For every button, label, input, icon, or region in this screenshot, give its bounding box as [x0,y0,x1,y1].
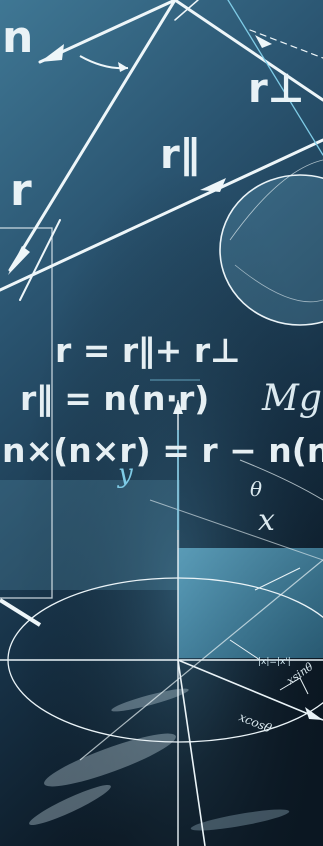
label-r-perp: r⊥ [248,66,304,112]
coordinate-system [0,400,323,846]
formula-line-3: n×(n×r) = r − n(n [2,431,323,470]
vector-lines [0,0,323,301]
label-x: x [258,503,275,538]
label-theta: θ [250,477,262,501]
formula-line-1: r = r∥+ r⊥ [55,331,240,370]
label-r: r [10,165,32,216]
label-abs-x: |x|=|x'| [258,657,291,667]
vector-ellipse [219,174,323,326]
label-y: y [117,459,133,489]
label-r-parallel: r∥ [160,132,200,178]
label-n: n [2,12,33,63]
chalk-smudges [29,688,290,831]
label-mg: Mg [261,378,322,419]
arrowheads [8,35,272,275]
formula-line-2: r∥ = n(n·r) [20,379,209,418]
